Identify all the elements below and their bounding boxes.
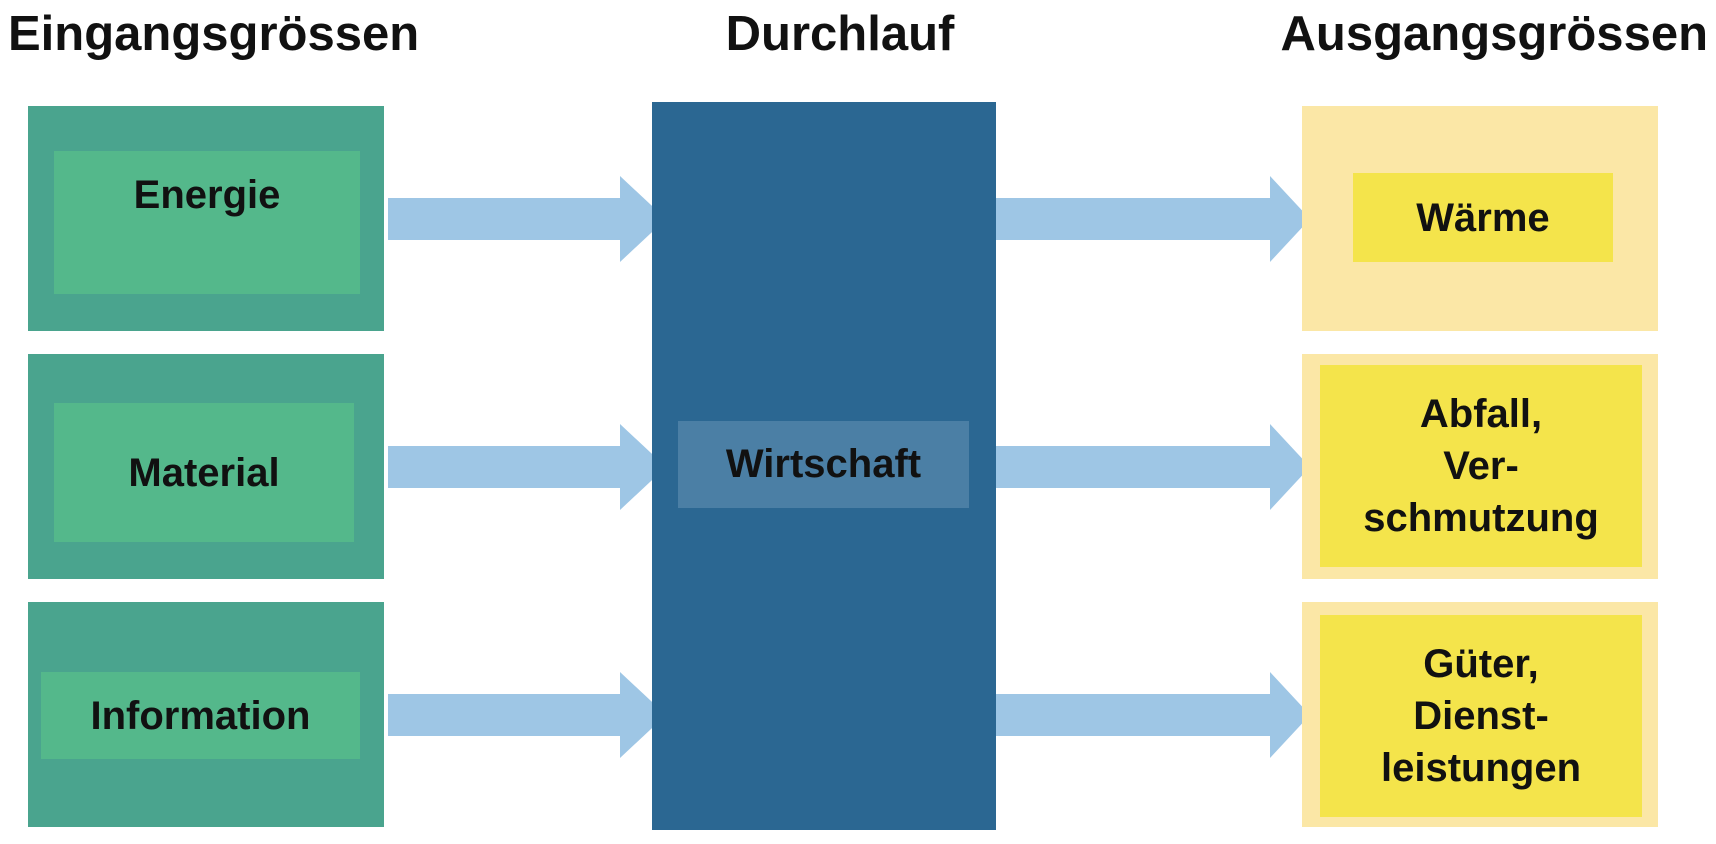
outputs-heading: Ausgangsgrössen — [1280, 7, 1708, 61]
process-label: Wirtschaft — [678, 421, 969, 508]
input-label-information: Information — [90, 693, 311, 738]
input-box-energie: Energie — [54, 151, 360, 294]
process-label-text: Wirtschaft — [725, 442, 922, 486]
output-panel-gueter: Güter, Dienst- leistungen — [1302, 602, 1658, 827]
output-panel-waerme: Wärme — [1302, 106, 1658, 331]
input-label-material: Material — [128, 450, 280, 495]
input-panel-energie: Energie — [28, 106, 384, 331]
input-panel-material: Material — [28, 354, 384, 579]
process-heading: Durchlauf — [725, 7, 955, 61]
output-line-abfall-2: Ver- — [1443, 444, 1519, 488]
arrow-gueter-out — [996, 672, 1310, 758]
output-box-gueter: Güter, Dienst- leistungen — [1320, 615, 1642, 817]
arrow-information-in — [388, 672, 666, 758]
output-panel-abfall: Abfall, Ver- schmutzung — [1302, 354, 1658, 579]
output-line-gueter-1: Güter, — [1423, 642, 1539, 686]
arrow-waerme-out — [996, 176, 1310, 262]
input-label-energie: Energie — [133, 173, 281, 217]
arrow-material-in — [388, 424, 666, 510]
output-box-abfall: Abfall, Ver- schmutzung — [1320, 365, 1642, 567]
output-line-waerme: Wärme — [1416, 195, 1550, 240]
input-box-material: Material — [54, 403, 354, 542]
output-line-abfall-3: schmutzung — [1363, 496, 1599, 540]
arrow-energie-in — [388, 176, 666, 262]
arrow-abfall-out — [996, 424, 1310, 510]
input-panel-information: Information — [28, 602, 384, 827]
output-line-gueter-3: leistungen — [1380, 746, 1582, 790]
output-line-gueter-2: Dienst- — [1413, 694, 1549, 738]
output-line-abfall-1: Abfall, — [1419, 392, 1543, 436]
output-box-waerme: Wärme — [1353, 173, 1613, 262]
inputs-heading: Eingangsgrössen — [8, 7, 420, 61]
input-box-information: Information — [41, 672, 360, 759]
